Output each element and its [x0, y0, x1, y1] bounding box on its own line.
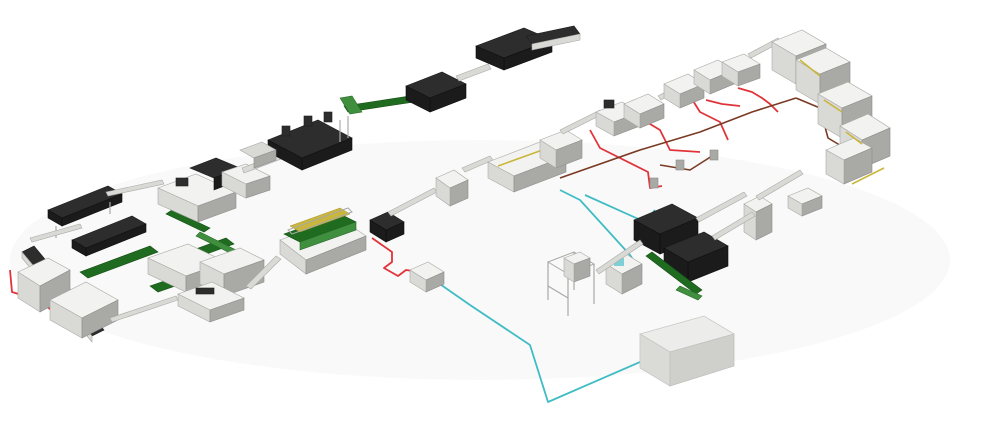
heating-pipe — [371, 237, 421, 277]
transfer-conveyor — [455, 63, 492, 82]
transfer-conveyor — [695, 191, 748, 223]
optical-sorter — [199, 247, 265, 297]
nir-sorter — [405, 71, 467, 113]
dryer-accent — [799, 59, 821, 77]
wet-granulator — [369, 211, 405, 243]
color-sorter — [633, 203, 699, 255]
sorting-conveyor — [79, 245, 159, 279]
silo — [563, 251, 591, 283]
green-belt — [339, 95, 363, 115]
crusher-platform — [305, 235, 367, 275]
upper-sorting-line — [239, 25, 581, 171]
transfer-conveyor — [595, 239, 644, 275]
top-feed-belt — [531, 33, 581, 51]
trommel-screen — [49, 281, 119, 339]
transfer-conveyor — [755, 169, 804, 201]
transfer-conveyor — [245, 255, 282, 290]
crusher-row — [283, 207, 357, 251]
control-cabinet — [649, 149, 719, 189]
eddy-current-separator — [267, 111, 353, 171]
hot-washer — [623, 93, 665, 129]
pre-shredder — [71, 215, 147, 257]
screw-feeder — [409, 261, 445, 293]
cyclone — [435, 169, 469, 207]
heating-pipe — [737, 87, 779, 113]
friction-washer — [539, 129, 583, 169]
dewatering-screw — [721, 53, 761, 87]
drain-pipe — [559, 97, 797, 179]
dryer-accent — [845, 131, 863, 145]
optical-sorter — [157, 173, 237, 223]
dryer-accent — [823, 99, 843, 113]
magnet-separator — [239, 141, 277, 169]
heating-pipe — [705, 99, 741, 107]
green-belt — [675, 285, 703, 301]
drying-section — [743, 29, 891, 241]
crushing-station — [279, 155, 494, 293]
tank-right — [669, 333, 735, 387]
inclined-conveyor — [105, 179, 165, 197]
drain-pipe — [659, 155, 713, 171]
transfer-conveyor — [109, 295, 179, 323]
heating-pipe — [689, 95, 729, 141]
pellet-sorting-section — [546, 191, 756, 316]
bagging-station — [787, 187, 823, 217]
bale-breaker — [17, 257, 71, 313]
crusher-frame — [287, 207, 353, 235]
pre-shredder — [47, 185, 123, 238]
inclined-conveyor — [29, 223, 83, 243]
water-tank — [638, 315, 736, 387]
transfer-conveyor — [711, 211, 756, 241]
ballistic-separator — [221, 163, 271, 199]
dryer-accent — [851, 167, 885, 185]
washing-line — [487, 37, 782, 193]
optical-sorter — [177, 281, 245, 323]
water-treatment-unit — [605, 253, 643, 295]
color-sorter — [663, 231, 729, 283]
